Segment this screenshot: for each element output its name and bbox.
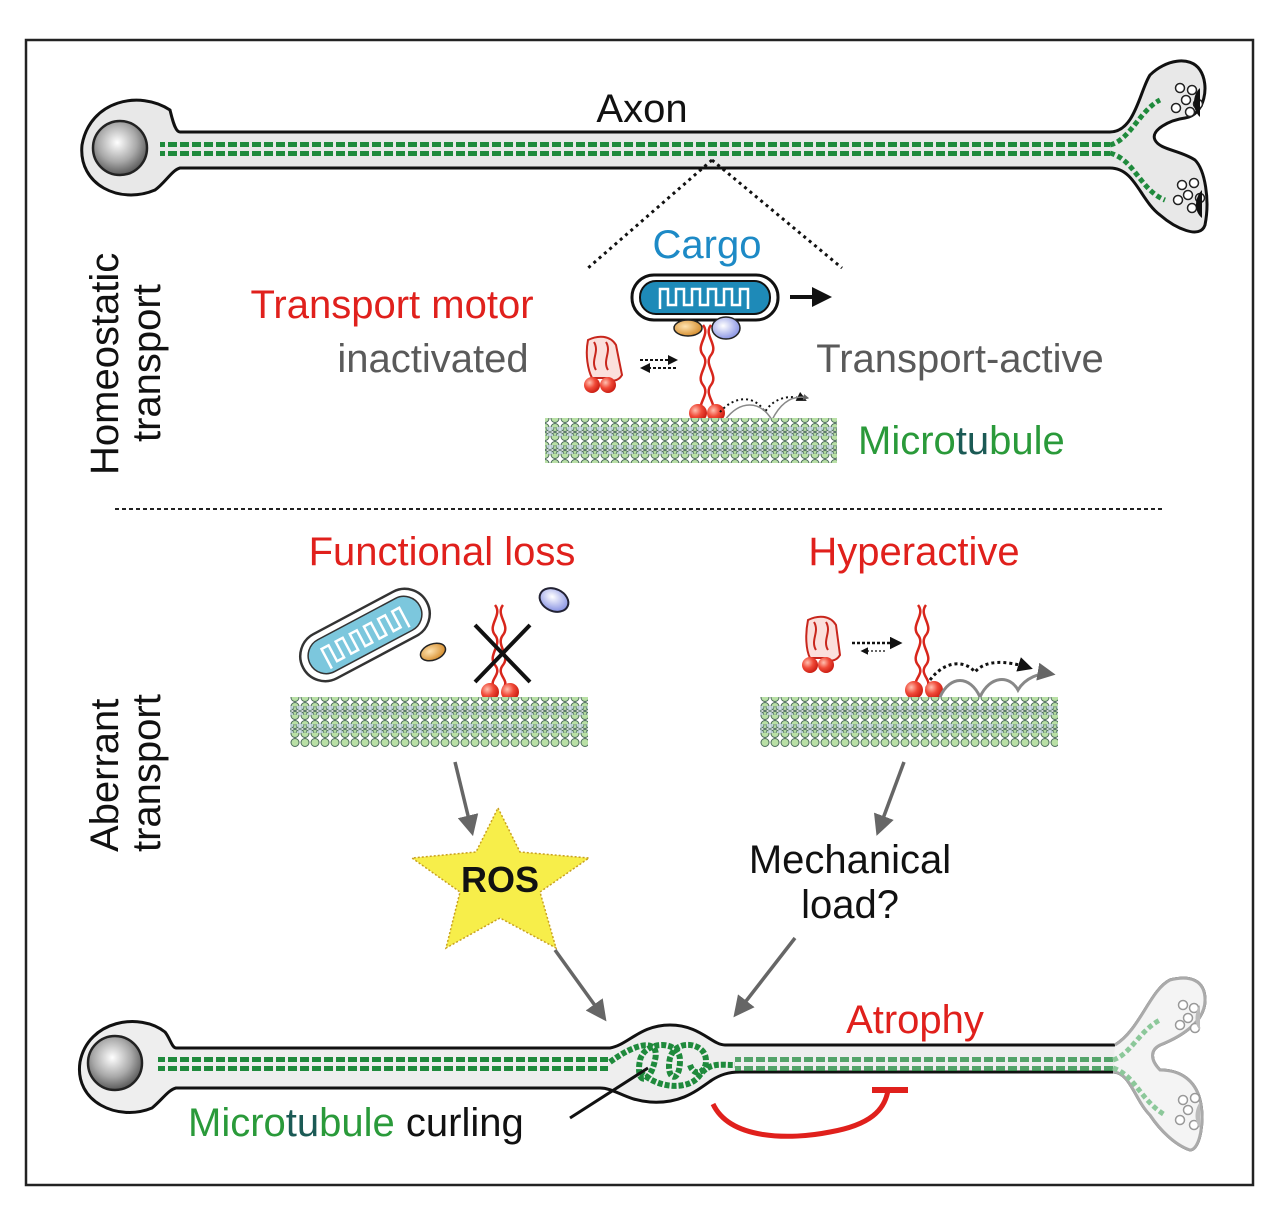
microtubule-label-part2: tu: [956, 419, 989, 463]
top-neuron: [80, 59, 1209, 234]
curled-microtubules: [608, 1041, 736, 1089]
figure-frame: [24, 38, 1255, 1187]
bottom-terminal-microtubule-lower: [1112, 1065, 1167, 1118]
motor-label-line2: inactivated: [337, 337, 528, 381]
curling-callout-line: [569, 1066, 649, 1120]
microtubule-label-part1: Micro: [858, 419, 956, 463]
curling-label-part2: tu: [286, 1101, 319, 1145]
active-kinesin-motor: [689, 324, 725, 422]
side-label-homeostatic-line1: Homeostatic: [83, 253, 127, 475]
axon-label: Axon: [596, 87, 687, 131]
side-label-aberrant-line2: transport: [125, 694, 169, 852]
microtubule-label-part3: bule: [989, 419, 1065, 463]
arrow-load-to-axon: [733, 936, 797, 1018]
detached-adaptor-blue: [538, 587, 570, 613]
ros-star-icon: [409, 806, 592, 950]
defective-kinesin-motor: [481, 604, 519, 701]
curling-label-part3: bule: [319, 1101, 395, 1145]
top-terminal-microtubule-upper: [1109, 97, 1162, 148]
bottom-microtubule-track-3: [735, 1057, 1115, 1062]
hyperactive-stepping-dotted: [928, 657, 1033, 681]
top-soma-nucleus: [91, 119, 149, 177]
bottom-synaptic-vesicles: [1174, 999, 1201, 1131]
top-microtubule-track-2: [160, 151, 1110, 156]
bottom-synapse-density-lower: [1195, 1102, 1200, 1128]
side-label-aberrant-line1: Aberrant: [83, 699, 127, 852]
bottom-terminal-microtubule-upper: [1112, 1017, 1162, 1063]
arrow-to-ros: [453, 761, 479, 837]
atrophy-inhibition-arc: [710, 1089, 891, 1139]
functional-loss-microtubule-lattice: [290, 697, 588, 747]
curling-label-part4: curling: [395, 1101, 524, 1145]
adaptor-protein-blue: [711, 316, 741, 340]
hyperactive-inactive-motor: [802, 615, 842, 673]
inactive-kinesin-motor: [584, 335, 624, 393]
free-mitochondrion: [299, 587, 431, 683]
top-synapse-density-lower: [1196, 190, 1202, 218]
mechanical-label-line1: Mechanical: [749, 838, 951, 882]
atrophy-label: Atrophy: [846, 998, 984, 1042]
hyperactive-microtubule-lattice: [760, 697, 1058, 747]
hyperactive-kinesin-motor: [905, 604, 943, 699]
bottom-microtubule-track-4: [735, 1066, 1115, 1071]
zoom-line-right: [711, 158, 843, 270]
curling-label: Microtubule curling: [188, 1101, 524, 1145]
top-synaptic-vesicles-upper: [1170, 82, 1204, 118]
bottom-microtubule-track-1: [158, 1057, 608, 1062]
arrow-ros-to-axon: [553, 948, 607, 1022]
arrow-to-mechanical-load: [874, 761, 906, 836]
curling-label-part1: Micro: [188, 1101, 286, 1145]
cargo-mitochondrion: [630, 273, 780, 322]
ros-label: ROS: [461, 859, 539, 900]
top-microtubule-lattice: [545, 418, 837, 463]
top-terminal-microtubule-lower: [1109, 150, 1167, 203]
adaptor-protein-orange: [673, 319, 703, 337]
bottom-neuron: [78, 976, 1207, 1152]
top-microtubule-track-1: [160, 142, 1110, 147]
bottom-soma-nucleus: [86, 1034, 144, 1092]
functional-loss-label: Functional loss: [309, 530, 576, 574]
bottom-synapse-density-upper: [1195, 1005, 1200, 1030]
hyperactive-label: Hyperactive: [808, 530, 1019, 574]
side-label-homeostatic-line2: transport: [125, 284, 169, 442]
microtubule-label: Microtubule: [858, 419, 1065, 463]
cargo-label: Cargo: [653, 223, 762, 267]
motor-label-line1: Transport motor: [250, 283, 533, 327]
detached-adaptor-orange: [419, 642, 447, 662]
top-synapse-density-upper: [1194, 88, 1200, 117]
cross-mark-line2: [473, 623, 532, 684]
hyperactive-stepping-gray: [938, 662, 1056, 701]
bottom-microtubule-track-2: [158, 1066, 608, 1071]
mechanical-label-line2: load?: [801, 883, 899, 927]
transport-active-label: Transport-active: [816, 337, 1104, 381]
